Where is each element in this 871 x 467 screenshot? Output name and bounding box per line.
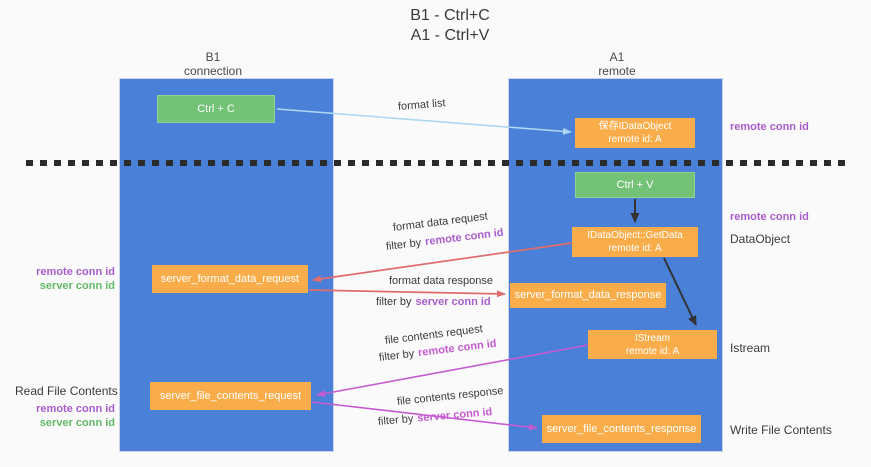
title-line-2: A1 - Ctrl+V (410, 27, 490, 44)
node-server-file-contents-request: server_file_contents_request (150, 382, 311, 410)
filter-by-text: filter by (385, 236, 422, 253)
node-save-idataobject-line1: 保存IDataObject (598, 121, 672, 132)
arrow-format-data-response (308, 289, 506, 298)
label-remote-conn-id-left-1: remote conn id (36, 266, 115, 278)
node-server-format-data-response: server_format_data_response (510, 283, 666, 308)
filter-by-text: filter by (376, 296, 412, 308)
phase-separator-line (26, 160, 852, 166)
node-save-idataobject: 保存IDataObject remote id: A (575, 118, 695, 148)
label-istream: Istream (730, 341, 771, 355)
page-title: B1 - Ctrl+C A1 - Ctrl+V (315, 6, 585, 46)
node-ctrl-c-label: Ctrl + C (197, 102, 235, 115)
title-line-1: B1 - Ctrl+C (410, 7, 490, 24)
node-ctrl-v: Ctrl + V (575, 172, 695, 198)
node-ctrl-c: Ctrl + C (157, 95, 275, 123)
filter-server-conn-id: server conn id (415, 296, 491, 308)
node-server-format-data-request-label: server_format_data_request (160, 272, 300, 285)
label-read-file-contents: Read File Contents (15, 384, 118, 398)
label-dataobject: DataObject (730, 232, 791, 246)
filter-server-conn-id: server conn id (416, 406, 493, 425)
lane-b1-name: B1 (205, 50, 221, 64)
lane-a1-name: A1 (609, 50, 625, 64)
node-server-format-data-response-label: server_format_data_response (514, 289, 662, 302)
label-format-list: format list (397, 97, 447, 113)
label-file-contents-response: file contents response (396, 384, 505, 408)
label-remote-conn-id-right-2: remote conn id (730, 211, 809, 223)
node-idataobject-getdata-line2: remote id: A (608, 243, 662, 254)
label-server-conn-id-left-1: server conn id (39, 280, 115, 292)
node-idataobject-getdata-line1: IDataObject::GetData (587, 230, 683, 241)
label-format-data-response: format data response (389, 275, 493, 287)
label-remote-conn-id-top-right: remote conn id (730, 121, 809, 133)
node-server-file-contents-request-label: server_file_contents_request (159, 389, 302, 402)
node-idataobject-getdata: IDataObject::GetData remote id: A (572, 227, 698, 257)
node-server-format-data-request: server_format_data_request (152, 265, 308, 293)
node-server-file-contents-response: server_file_contents_response (542, 415, 701, 443)
lane-a1-subtitle: remote (598, 64, 636, 78)
label-remote-conn-id-left-2: remote conn id (36, 403, 115, 415)
node-server-file-contents-response-label: server_file_contents_response (546, 422, 697, 435)
node-istream-line1: IStream (634, 332, 670, 344)
node-istream: IStream remote id: A (588, 330, 717, 359)
filter-by-text: filter by (377, 412, 414, 428)
node-save-idataobject-line2: remote id: A (608, 134, 662, 145)
filter-remote-conn-id: remote conn id (424, 226, 505, 249)
lane-b1-subtitle: connection (183, 64, 243, 78)
node-istream-line2: remote id: A (625, 345, 680, 357)
label-server-conn-id-left-2: server conn id (39, 417, 115, 429)
label-write-file-contents: Write File Contents (730, 423, 832, 437)
filter-by-text: filter by (378, 347, 415, 364)
node-ctrl-v-label: Ctrl + V (616, 178, 654, 191)
lane-header-a1: A1 remote (557, 50, 677, 78)
lane-header-b1: B1 connection (153, 50, 273, 78)
